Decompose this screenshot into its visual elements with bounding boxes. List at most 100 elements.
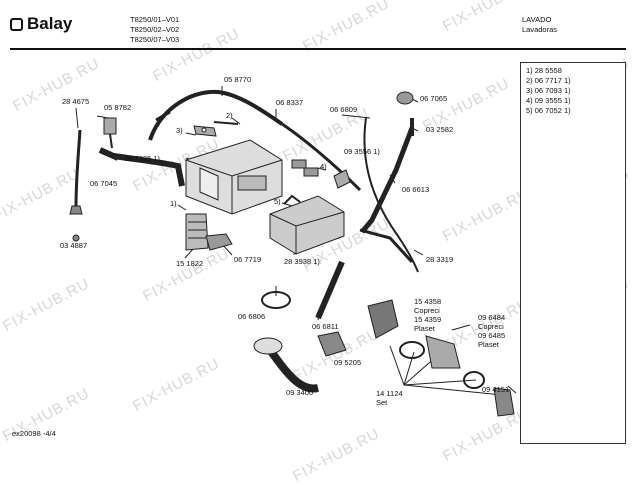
part-label: 06 7045 — [90, 179, 118, 188]
washer-part — [72, 234, 80, 242]
parts-list-item: 5) 06 7052 1) — [526, 106, 571, 115]
hose-clamp — [155, 110, 171, 122]
part-label: 03 2582 — [426, 125, 454, 134]
leader-line — [341, 114, 371, 119]
drain-tube — [360, 127, 415, 234]
part-label: 09 5205 — [334, 358, 362, 367]
part-label: 28 3938 1) — [284, 257, 320, 266]
leader-line — [389, 345, 405, 386]
part-label: 09 6484 — [478, 313, 506, 322]
document-code: ex20098 -4/4 — [12, 429, 56, 438]
pump-o-ring — [463, 371, 485, 389]
inlet-valve — [103, 117, 117, 135]
part-label: 09 3400 — [286, 388, 314, 397]
leader-line — [413, 249, 424, 256]
hose-collar — [253, 337, 283, 355]
part-label: 09 3556 1) — [344, 147, 380, 156]
dispenser-compartment — [199, 167, 219, 201]
part-label: 06 7065 — [420, 94, 448, 103]
parts-list-panel — [520, 62, 626, 444]
part-label: Plaset — [478, 340, 499, 349]
leader-line — [231, 117, 241, 125]
hose-connector — [69, 205, 83, 215]
part-label: 06 6613 — [402, 185, 430, 194]
part-label: 28 4675 — [62, 97, 90, 106]
part-label: 06 6809 — [330, 105, 358, 114]
part-label: 15 4359 — [414, 315, 442, 324]
part-label: 09 4151 — [482, 385, 510, 394]
connecting-hose — [281, 122, 362, 192]
part-label: 06 6811 — [312, 322, 339, 331]
parts-list-item: 3) 06 7093 1) — [526, 86, 571, 95]
part-label: Copreci — [478, 322, 504, 331]
part-label: 3) — [176, 126, 183, 135]
part-label: 09 6485 — [478, 331, 506, 340]
drain-pipe — [359, 228, 414, 264]
fill-hose — [148, 89, 284, 141]
model-line-1: T8250/01–V01 — [130, 15, 180, 24]
part-label: 06 7325 1) — [124, 154, 160, 163]
model-line-2: T8250/02–V02 — [130, 25, 180, 34]
inlet-hose — [74, 129, 82, 207]
brand-logo-icon — [10, 18, 23, 31]
bellows — [185, 213, 209, 251]
part-label: 06 8337 — [276, 98, 304, 107]
brand-logo: Balay — [27, 14, 73, 33]
part-label: 15 1822 — [176, 259, 204, 268]
parts-list-item: 4) 09 3555 1) — [526, 96, 571, 105]
drain-pump-body — [425, 335, 461, 369]
part-label: Plaset — [414, 324, 435, 333]
pump-filter — [317, 331, 347, 357]
part-label: 05 8782 — [104, 103, 132, 112]
drawer-clip — [303, 167, 319, 177]
header-divider — [10, 48, 626, 50]
bellows-elbow — [205, 233, 233, 251]
part-label: 2) — [226, 111, 233, 120]
leader-line — [403, 384, 503, 396]
part-label: 05 8770 — [224, 75, 252, 84]
model-line-3: T8250/07–V03 — [130, 35, 180, 44]
parts-list-item: 1) 28 5558 — [526, 66, 562, 75]
drawer-clip — [291, 159, 307, 169]
pump-seal — [399, 341, 425, 359]
drain-rod — [315, 260, 345, 320]
valve-stem — [109, 133, 113, 149]
subcategory-label: Lavadoras — [522, 25, 558, 34]
leader-line — [507, 385, 517, 394]
pump-hose — [266, 347, 319, 393]
part-label: 03 4887 — [60, 241, 88, 250]
hose-end — [98, 147, 120, 161]
part-label: Copreci — [414, 306, 440, 315]
parts-list: 1) 28 5558 2) 06 7717 1) 3) 06 7093 1) 4… — [526, 66, 571, 116]
dispenser-hose — [113, 153, 185, 187]
leader-line — [451, 324, 471, 331]
float-part — [333, 169, 351, 189]
leader-line — [317, 167, 327, 171]
part-label: 06 6806 — [238, 312, 266, 321]
part-label: 5) — [274, 197, 281, 206]
part-label: 06 7719 — [234, 255, 262, 264]
part-label: 28 3319 — [426, 255, 454, 264]
part-label: 14 1124 — [376, 389, 403, 398]
exploded-parts-diagram — [69, 86, 517, 417]
leader-line — [75, 107, 79, 129]
dispenser-drawer — [269, 195, 345, 255]
pressure-hose — [363, 117, 419, 273]
wire-clip — [213, 121, 239, 125]
pressure-switch — [396, 91, 414, 105]
part-label: 1) — [170, 199, 177, 208]
siphon-cap — [283, 194, 301, 205]
leader-line — [177, 204, 187, 211]
drain-pump-motor — [367, 299, 399, 339]
pump-cap — [493, 387, 515, 417]
part-label: 4) — [320, 162, 327, 171]
hose-clamp-ring — [261, 291, 291, 309]
parts-list-item: 2) 06 7717 1) — [526, 76, 571, 85]
part-label: 15 4358 — [414, 297, 442, 306]
part-label: Set — [376, 398, 388, 407]
dispenser-window — [237, 175, 267, 191]
bracket-hole — [201, 127, 207, 133]
category-label: LAVADO — [522, 15, 552, 24]
bellows-rib — [188, 221, 206, 239]
leader-line — [185, 132, 197, 136]
